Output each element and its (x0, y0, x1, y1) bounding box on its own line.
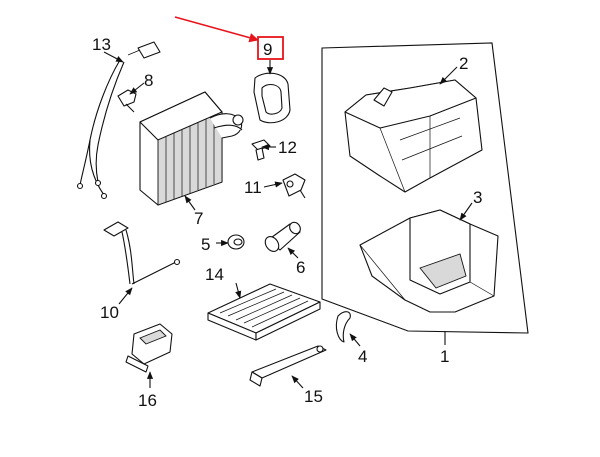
callout-11: 11 (244, 178, 262, 197)
part-11-valve (282, 173, 306, 199)
leader-lines (103, 51, 473, 389)
callout-2: 2 (459, 54, 468, 73)
highlight-arrow (174, 16, 259, 43)
part-7-evaporator-core (139, 91, 244, 206)
part-3-lower-case (359, 209, 499, 313)
part-16-resistor (125, 323, 173, 373)
part-13-wire-harness (76, 41, 161, 200)
part-6-drain-hose (264, 221, 301, 252)
callout-15: 15 (304, 387, 323, 406)
part-12-bolt (251, 139, 271, 161)
callout-6: 6 (296, 258, 305, 277)
callout-4: 4 (358, 347, 367, 366)
callout-12: 12 (278, 138, 297, 157)
callout-8: 8 (144, 71, 153, 90)
callout-7: 7 (194, 209, 203, 228)
highlight-box (257, 36, 284, 60)
part-10-wire-connector (103, 221, 181, 285)
assembly-frame (321, 42, 529, 334)
callout-5: 5 (201, 235, 210, 254)
callout-14: 14 (205, 265, 224, 284)
callout-labels: 13 8 9 2 12 11 3 7 5 6 14 10 4 1 15 16 (92, 35, 482, 410)
callout-1: 1 (440, 347, 449, 366)
callout-3: 3 (473, 188, 482, 207)
part-15-bracket (249, 345, 327, 387)
callout-9: 9 (263, 40, 272, 59)
part-9-seal (253, 72, 291, 124)
part-8-sensor (117, 89, 137, 113)
part-14-cabin-filter (207, 283, 321, 341)
part-4-seal-strip (335, 311, 351, 343)
part-2-upper-case (344, 79, 483, 193)
callout-16: 16 (138, 391, 157, 410)
callout-13: 13 (92, 35, 111, 54)
part-5-grommet (227, 234, 245, 250)
callout-10: 10 (100, 303, 119, 322)
